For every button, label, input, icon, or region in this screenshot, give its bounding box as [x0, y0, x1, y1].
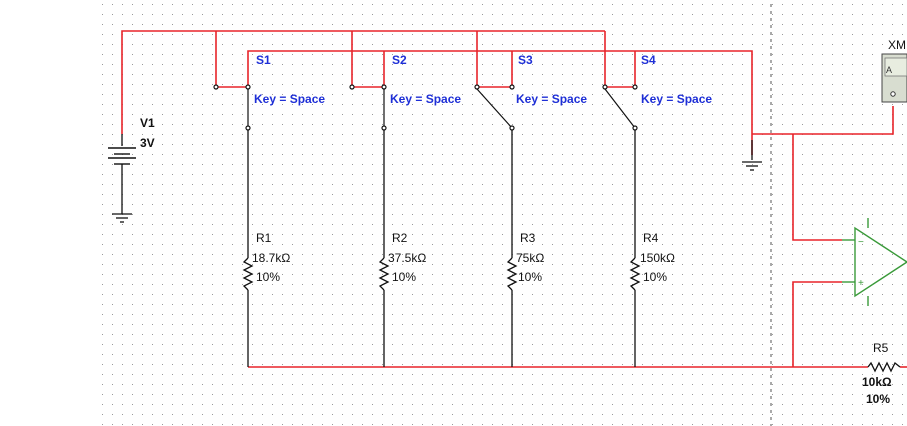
svg-text:A: A — [886, 65, 892, 75]
svg-text:+: + — [858, 278, 864, 289]
svg-text:−: − — [858, 237, 864, 248]
resistor-r1-value: 18.7kΩ — [252, 251, 290, 265]
resistor-r1[interactable] — [242, 257, 254, 291]
battery-icon[interactable] — [108, 147, 136, 165]
ground-icon-v1 — [112, 213, 132, 223]
resistor-r2-name: R2 — [392, 231, 408, 245]
switch-s3[interactable] — [474, 84, 515, 131]
resistor-r1-tolerance: 10% — [256, 270, 280, 284]
switch-s4[interactable] — [602, 84, 638, 131]
switch-s2[interactable] — [349, 84, 387, 131]
resistor-r1-name: R1 — [256, 231, 272, 245]
resistor-r2-tolerance: 10% — [392, 270, 416, 284]
grid-background — [102, 4, 907, 426]
resistor-r3-tolerance: 10% — [518, 270, 542, 284]
multimeter-icon[interactable]: A — [881, 53, 907, 103]
wires — [121, 30, 907, 368]
resistor-r4-tolerance: 10% — [643, 270, 667, 284]
switch-s1-key: Key = Space — [254, 92, 325, 106]
wire-opamp-plus — [792, 281, 842, 367]
resistor-r4-value: 150kΩ — [640, 251, 675, 265]
opamp[interactable]: − + — [842, 218, 907, 306]
switch-s1-name: S1 — [256, 53, 271, 67]
resistor-r2[interactable] — [378, 257, 390, 291]
resistor-r5-tolerance: 10% — [866, 392, 890, 406]
switch-s1[interactable] — [213, 84, 251, 131]
resistor-r5[interactable] — [867, 361, 901, 373]
component-leads — [121, 128, 753, 367]
switch-s4-key: Key = Space — [641, 92, 712, 106]
wire-ground-rail — [247, 50, 753, 155]
wire-to-meter — [752, 106, 894, 135]
resistor-r3[interactable] — [506, 257, 518, 291]
wire-opamp-minus — [792, 134, 842, 241]
switch-s2-name: S2 — [392, 53, 407, 67]
resistor-r5-name: R5 — [873, 341, 889, 355]
source-value: 3V — [140, 136, 155, 150]
wire-top-rail — [121, 30, 605, 134]
switch-s3-key: Key = Space — [516, 92, 587, 106]
resistor-r4[interactable] — [629, 257, 641, 291]
switch-s4-name: S4 — [641, 53, 656, 67]
ground-icon — [742, 161, 762, 171]
switch-s2-key: Key = Space — [390, 92, 461, 106]
switch-s3-name: S3 — [518, 53, 533, 67]
source-name: V1 — [140, 116, 155, 130]
resistor-r4-name: R4 — [643, 231, 659, 245]
instrument-label: XM — [888, 38, 906, 52]
resistor-r5-value: 10kΩ — [862, 375, 892, 389]
resistor-r3-name: R3 — [520, 231, 536, 245]
resistor-r3-value: 75kΩ — [516, 251, 544, 265]
resistor-r2-value: 37.5kΩ — [388, 251, 426, 265]
